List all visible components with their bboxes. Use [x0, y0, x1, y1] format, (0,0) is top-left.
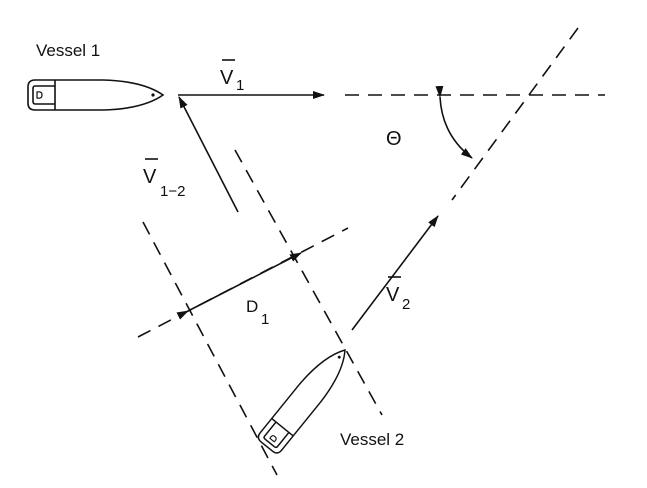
v1-2-label: V 1−2	[143, 158, 185, 200]
d1-label: D 1	[246, 297, 269, 328]
v2-course-line	[451, 27, 579, 201]
svg-text:D: D	[246, 297, 258, 316]
svg-text:1: 1	[236, 77, 244, 94]
relative-path-line-left	[142, 221, 278, 476]
v2-velocity-arrow	[351, 215, 439, 331]
svg-text:V: V	[143, 166, 157, 188]
vessel-1-label: Vessel 1	[36, 41, 100, 60]
relative-path-line-right	[234, 149, 383, 416]
svg-text:V: V	[220, 67, 234, 89]
v1-2-relative-velocity-arrow	[178, 96, 239, 213]
theta-angle-arc	[435, 85, 473, 159]
vessel-1-ship-icon	[27, 79, 164, 111]
svg-text:1: 1	[261, 311, 269, 328]
svg-text:2: 2	[402, 296, 410, 313]
vessel-2-label: Vessel 2	[340, 430, 404, 449]
v1-label: V 1	[220, 59, 244, 94]
svg-text:1−2: 1−2	[160, 183, 185, 200]
theta-label: Θ	[386, 128, 402, 150]
svg-text:V: V	[386, 284, 400, 306]
d1-distance-arrow	[176, 252, 302, 320]
v2-label: V 2	[386, 276, 410, 313]
